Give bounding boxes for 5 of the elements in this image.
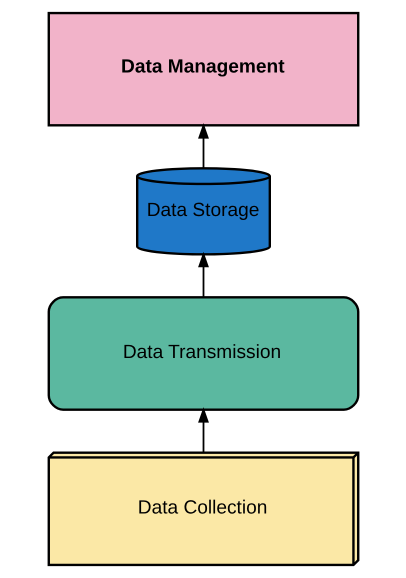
arrow (198, 407, 208, 452)
arrow (198, 252, 208, 298)
arrow (198, 123, 208, 168)
node-box: Data Management (47, 12, 359, 127)
node-box: Data Transmission (47, 296, 359, 411)
